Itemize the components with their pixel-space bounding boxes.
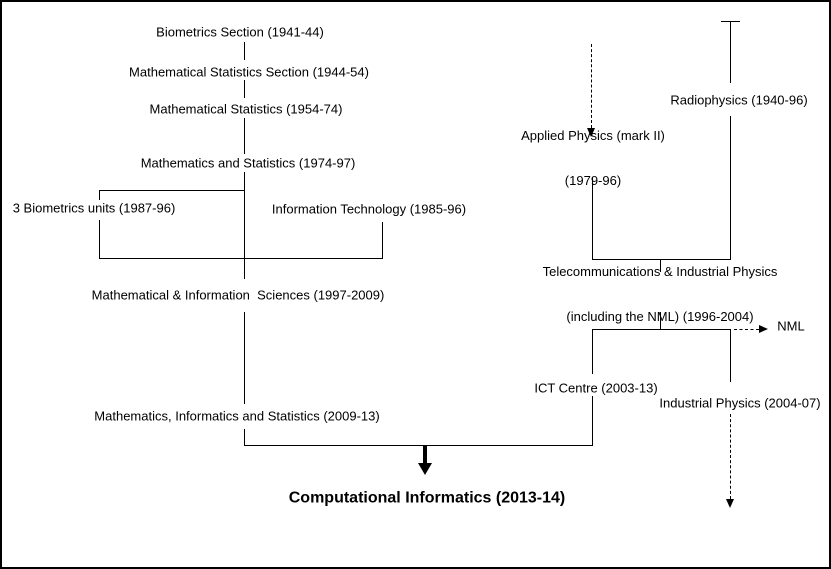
node-mathematical-statistics: Mathematical Statistics (1954-74) xyxy=(149,101,343,117)
node-telecom-line1: Telecommunications & Industrial Physics xyxy=(542,264,778,279)
connector-split-to-ict xyxy=(592,330,593,374)
node-ict-centre: ICT Centre (2003-13) xyxy=(534,380,658,396)
connector-infotech-to-merge xyxy=(382,222,383,259)
connector-left-merge-line xyxy=(99,258,383,259)
node-applied-physics: Applied Physics (mark II) (1979-96) xyxy=(521,98,665,218)
node-biometrics-section: Biometrics Section (1941-44) xyxy=(156,24,324,40)
connector-ict-to-bottom xyxy=(592,396,593,445)
connector-mis-to-mis2009 xyxy=(244,312,245,404)
merge-arrowhead-icon xyxy=(418,463,432,475)
node-computational-informatics: Computational Informatics (2013-14) xyxy=(288,489,566,507)
merge-arrow-shaft xyxy=(423,446,427,464)
node-biometrics-units: 3 Biometrics units (1987-96) xyxy=(12,200,176,216)
node-radiophysics: Radiophysics (1940-96) xyxy=(670,92,808,108)
connector-mas-to-mis xyxy=(244,172,245,279)
node-mathematics-and-statistics: Mathematics and Statistics (1974-97) xyxy=(140,155,356,171)
connector-biometrics-units-stub xyxy=(99,191,100,200)
connector-dashed-to-applied-physics xyxy=(591,44,592,128)
connector-merge-to-telecom xyxy=(660,259,661,272)
node-mathematical-statistics-section: Mathematical Statistics Section (1944-54… xyxy=(129,64,369,80)
connector-branch-to-biometrics-units xyxy=(99,190,245,191)
node-information-technology: Information Technology (1985-96) xyxy=(271,201,467,217)
connector-applied-physics-to-merge xyxy=(592,177,593,259)
node-mathematical-information-sciences: Mathematical & Information Sciences (199… xyxy=(91,287,385,303)
node-mathematics-informatics-statistics: Mathematics, Informatics and Statistics … xyxy=(94,408,380,424)
node-applied-physics-line2: (1979-96) xyxy=(521,173,665,188)
node-industrial-physics: Industrial Physics (2004-07) xyxy=(659,395,821,411)
connector-dashed-to-nml xyxy=(734,329,759,330)
connector-telecom-to-split xyxy=(660,312,661,329)
connector-split-to-industrial-physics xyxy=(730,330,731,382)
node-nml: NML xyxy=(777,318,805,334)
connector-ms-to-mas xyxy=(244,118,245,154)
industrial-physics-arrowhead-icon xyxy=(726,499,734,508)
applied-physics-arrowhead-icon xyxy=(587,128,595,137)
connector-dashed-industrial-physics-end xyxy=(730,414,731,499)
connector-right-split-line xyxy=(592,329,731,330)
connector-bottom-merge-line xyxy=(244,445,593,446)
connector-mis2009-to-bottom xyxy=(244,429,245,445)
nml-arrowhead-icon xyxy=(759,325,768,333)
node-telecommunications-industrial-physics: Telecommunications & Industrial Physics … xyxy=(543,234,778,354)
connector-radiophysics-top xyxy=(730,21,731,83)
node-telecom-line2: (including the NML) (1996-2004) xyxy=(566,309,754,324)
connector-mss-to-ms xyxy=(244,80,245,98)
connector-biometrics-units-to-merge xyxy=(99,220,100,258)
connector-biometrics-to-mss xyxy=(244,42,245,60)
connector-radiophysics-to-merge xyxy=(730,116,731,259)
connector-right-merge-line xyxy=(592,259,731,260)
